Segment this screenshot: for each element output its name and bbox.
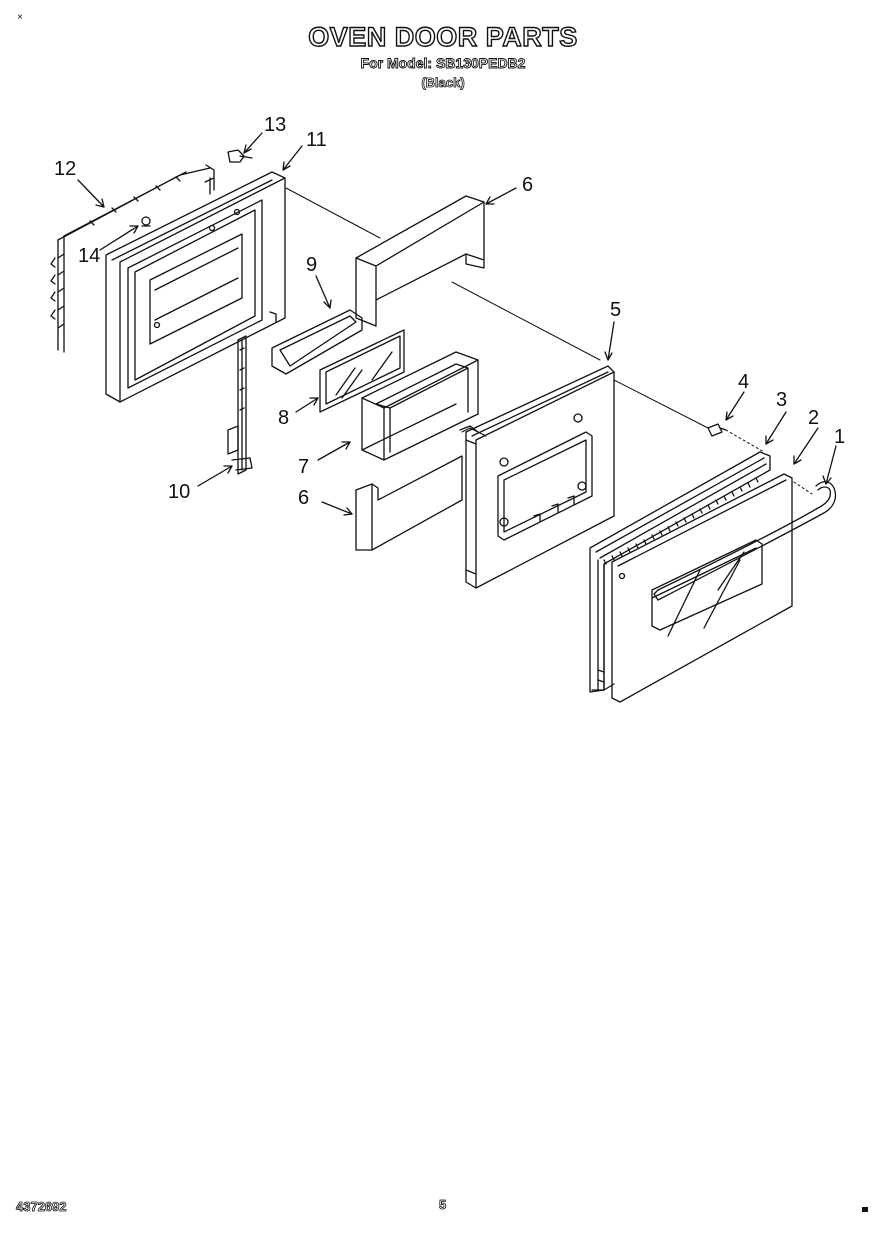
part-6-bottom-cap	[355, 455, 463, 551]
part-7-window-frame	[361, 351, 479, 461]
part-6-top-cap	[355, 195, 485, 327]
color-note: (Black)	[421, 75, 465, 91]
part-12-trim-strip	[50, 164, 215, 353]
part-9-gasket	[271, 309, 363, 375]
part-4-fastener	[707, 423, 727, 437]
callout-6-top: 6	[522, 174, 533, 196]
callout-13: 13	[264, 114, 286, 136]
page-title: OVEN DOOR PARTS	[308, 21, 578, 52]
part-1-handle	[653, 481, 837, 601]
callout-10: 10	[168, 481, 190, 503]
part-3-outer-frame	[589, 451, 771, 693]
page-number: 5	[439, 1197, 447, 1213]
callout-6-bottom: 6	[298, 487, 309, 509]
callout-7: 7	[298, 456, 309, 478]
callout-12: 12	[54, 158, 76, 180]
part-13-screw	[227, 149, 253, 163]
corner-mark: ×	[17, 12, 23, 23]
callout-5: 5	[610, 299, 621, 321]
callout-14: 14	[78, 245, 100, 267]
callout-11: 11	[306, 129, 327, 151]
part-11-inner-door-panel	[105, 171, 286, 403]
leader-arrows	[77, 132, 837, 516]
callout-labels: 13 11 12 14 6 9 5 4 3 2 1 8 7 10 6	[54, 114, 845, 509]
part-8-glass	[319, 329, 405, 413]
corner-registration-mark	[862, 1207, 868, 1212]
part-5-door-liner	[459, 365, 615, 589]
part-10-hinge	[227, 335, 253, 475]
callout-3: 3	[776, 389, 787, 411]
model-subtitle: For Model: SB130PEDB2	[360, 55, 526, 72]
callout-9: 9	[306, 254, 317, 276]
callout-8: 8	[278, 407, 289, 429]
part-14-clip	[141, 216, 151, 227]
assembly-lines	[285, 187, 813, 495]
callout-2: 2	[808, 407, 819, 429]
document-number: 4372692	[16, 1199, 67, 1215]
callout-1: 1	[834, 426, 845, 448]
callout-4: 4	[738, 371, 749, 393]
